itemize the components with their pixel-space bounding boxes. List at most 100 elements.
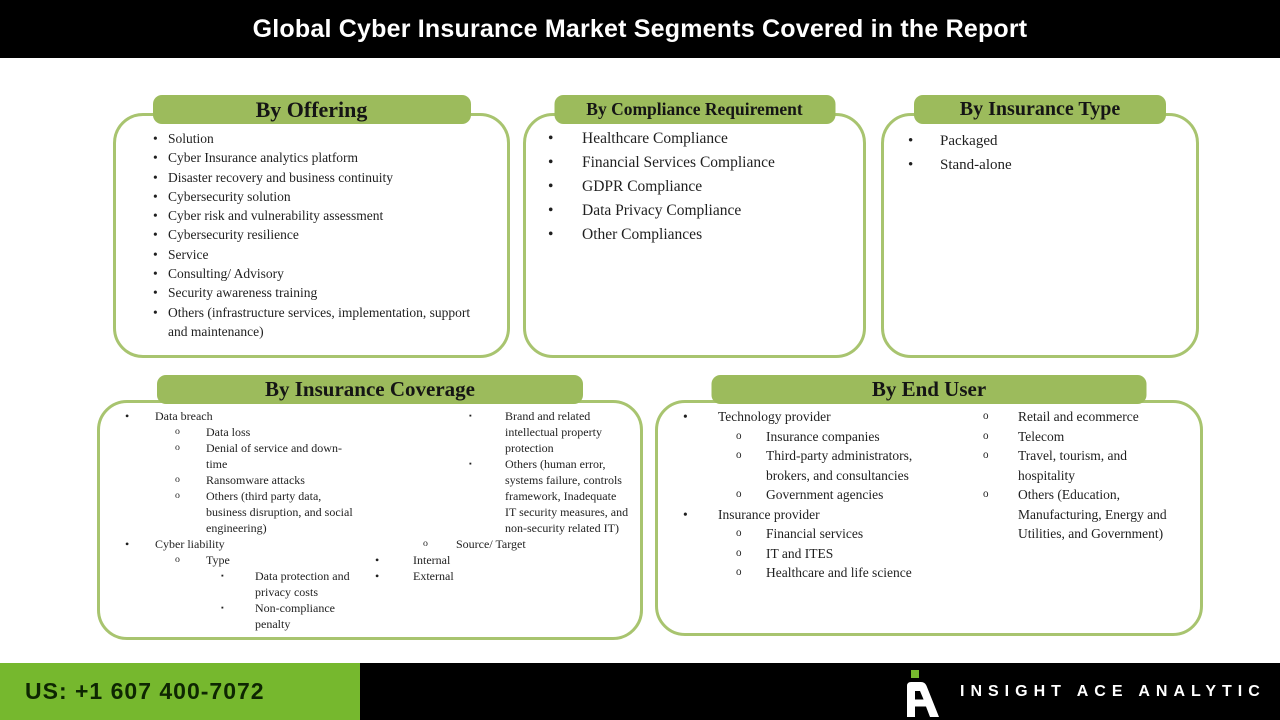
brand-lockup: INSIGHT ACE ANALYTIC (900, 663, 1266, 720)
bullet-marker: o (983, 410, 989, 422)
list-item-text: Solution (168, 131, 214, 146)
list-item: • External (365, 568, 637, 584)
list-item: ▪ Data protection and privacy costs (100, 568, 365, 600)
list-item: o Source/ Target (365, 536, 637, 552)
footer-brand-bar: INSIGHT ACE ANALYTIC (360, 663, 1280, 720)
bullet-marker: o (736, 546, 742, 559)
segment-title-end-user: By End User (711, 375, 1147, 404)
brand-logo-icon (907, 669, 939, 717)
segment-title-offering: By Offering (152, 95, 471, 124)
bullet-marker: o (736, 488, 742, 500)
list-item-text: Data protection and privacy costs (255, 569, 350, 599)
list-item: o Retail and ecommerce (978, 407, 1200, 427)
page-title: Global Cyber Insurance Market Segments C… (252, 14, 1028, 43)
bullet-marker: • (153, 169, 158, 185)
list-item: o Type (100, 552, 365, 568)
bullet-marker: • (548, 130, 554, 147)
list-item-text: Telecom (1018, 428, 1065, 444)
bullet-marker: • (548, 226, 554, 243)
list-item-text: Others (infrastructure services, impleme… (168, 304, 471, 339)
bullet-marker: o (175, 490, 180, 501)
list-item-text: Consulting/ Advisory (168, 266, 284, 282)
bullet-marker: • (548, 178, 554, 195)
list-item: ▪Brand and related intellectual property… (365, 408, 637, 456)
list-item-text: Cyber risk and vulnerability assessment (168, 208, 384, 224)
list-item-text: Cybersecurity solution (168, 188, 291, 204)
list-item: •Other Compliances (526, 223, 863, 247)
bullet-marker: • (153, 208, 158, 224)
list-item: •Cybersecurity resilience (116, 225, 507, 244)
list-item: •GDPR Compliance (526, 175, 863, 199)
list-item-text: Others (Education, Manufacturing, Energy… (1018, 487, 1167, 541)
bullet-marker: • (153, 266, 158, 282)
list-item: o Others (third party data, business disr… (100, 488, 365, 536)
list-item: •Data Privacy Compliance (526, 199, 863, 223)
list-item: • Packaged (884, 129, 1196, 153)
bullet-marker: ▪ (221, 603, 224, 612)
bullet-marker: o (175, 554, 180, 565)
list-item-text: Denial of service and down-time (206, 441, 342, 471)
list-item: •Service (116, 245, 507, 264)
segment-title-insurance-coverage: By Insurance Coverage (157, 375, 583, 404)
bullet-marker: • (908, 133, 914, 149)
list-item-text: Non-compliance penalty (255, 601, 335, 631)
bullet-marker: o (736, 449, 742, 461)
bullet-marker: • (153, 131, 158, 146)
bullet-marker: • (125, 409, 130, 423)
list-item: • Cyber risk and vulnerability assessment (116, 206, 507, 225)
segment-list-insurance-type: • Packaged • Stand-alone (884, 116, 1196, 177)
bullet-marker: o (175, 474, 180, 485)
list-item: •Disaster recovery and business continui… (116, 168, 507, 187)
list-item-text: Third-party administrators, brokers, and… (766, 448, 913, 483)
bullet-marker: • (125, 537, 130, 551)
bullet-marker: • (375, 553, 380, 567)
list-item-text: Type (206, 553, 230, 567)
bullet-marker: ▪ (221, 571, 224, 580)
list-item-text: Technology provider (718, 409, 831, 424)
list-item-text: Internal (413, 553, 451, 567)
segment-box-insurance-type: By Insurance Type •Packaged•Stand-alone (881, 95, 1199, 358)
list-item: •Insurance provider (658, 505, 978, 525)
list-item-text: Stand-alone (940, 157, 1012, 173)
list-item-text: Data loss (206, 425, 251, 439)
logo-green-dot (911, 669, 919, 678)
bullet-marker: • (153, 246, 158, 262)
list-item-text: Cyber liability (155, 537, 225, 551)
list-item: o Data loss (100, 424, 365, 440)
segment-box-offering: By Offering •Solution•Cyber Insurance an… (113, 95, 510, 358)
segment-box-compliance: By Compliance Requirement •Healthcare Co… (523, 95, 866, 358)
bullet-marker: • (153, 285, 158, 301)
bullet-marker: • (683, 506, 688, 522)
logo-a-glyph (907, 681, 939, 717)
bullet-marker: o (736, 527, 742, 539)
bullet-marker: • (908, 157, 914, 173)
list-item-text: Others (third party data, business disru… (206, 489, 353, 535)
footer-contact-bar: US: +1 607 400-7072 (0, 663, 360, 720)
list-item: •Healthcare Compliance (526, 127, 863, 151)
list-item-text: Insurance companies (766, 428, 880, 444)
list-item-text: Source/ Target (456, 537, 526, 551)
list-item: •Financial Services Compliance (526, 151, 863, 175)
list-item-text: Packaged (940, 133, 998, 149)
bullet-marker: ▪ (469, 411, 472, 420)
list-item-text: Retail and ecommerce (1018, 409, 1139, 424)
bullet-marker: • (375, 569, 380, 583)
coverage-column-right: ▪Brand and related intellectual property… (365, 408, 637, 584)
list-item-text: External (413, 569, 454, 583)
bullet-marker: o (423, 538, 428, 549)
list-item-text: Data breach (155, 409, 213, 423)
bullet-marker: o (175, 426, 180, 437)
list-item: o Third-party administrators, brokers, an… (658, 446, 978, 485)
bullet-marker: • (153, 188, 158, 204)
